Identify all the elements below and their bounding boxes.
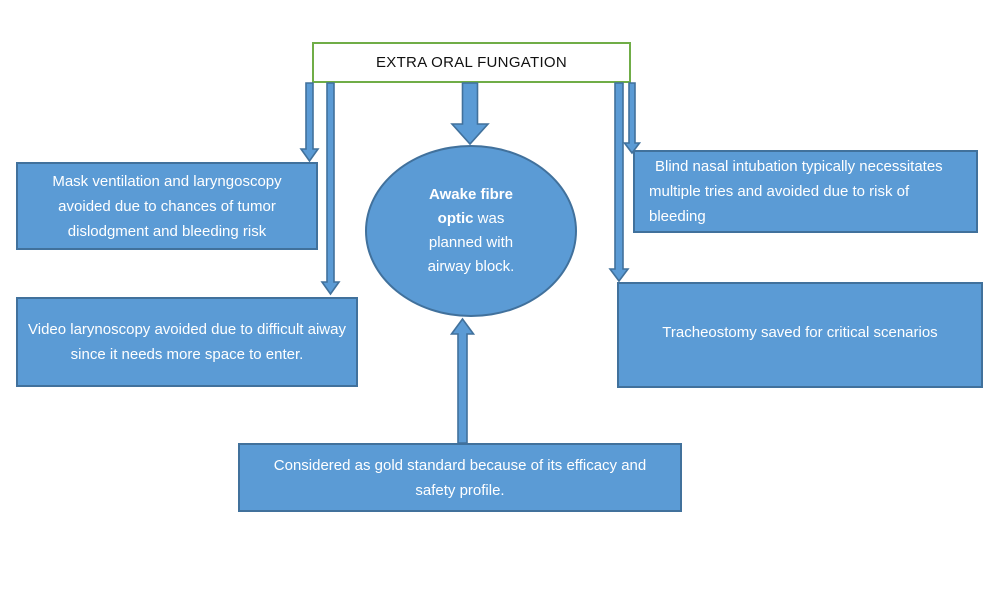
arrow-title-to-mask-box — [299, 82, 320, 163]
video-laryngoscopy-label: Video larynoscopy avoided due to difficu… — [28, 321, 346, 363]
arrow-gold-standard-to-ellipse — [449, 317, 476, 444]
tracheostomy-label: Tracheostomy saved for critical scenario… — [662, 324, 938, 341]
arrow-title-to-ellipse — [450, 82, 490, 146]
gold-standard-box: Considered as gold standard because of i… — [238, 443, 682, 512]
blind-nasal-intubation-label: Blind nasal intubation typically necessi… — [649, 158, 943, 225]
title-box: EXTRA ORAL FUNGATION — [312, 42, 631, 83]
awake-fibre-optic-regular-text: was planned with airway block. — [427, 210, 515, 275]
mask-ventilation-box: Mask ventilation and laryngoscopy avoide… — [16, 162, 318, 250]
awake-fibre-optic-bold-text: Awake fibre optic — [429, 186, 513, 227]
gold-standard-label: Considered as gold standard because of i… — [273, 456, 647, 499]
arrow-title-to-video-box — [320, 82, 341, 296]
tracheostomy-box: Tracheostomy saved for critical scenario… — [617, 282, 983, 388]
awake-fibre-optic-ellipse: Awake fibre optic was planned with airwa… — [365, 145, 577, 317]
awake-fibre-optic-label: Awake fibre optic was planned with airwa… — [415, 183, 527, 279]
blind-nasal-intubation-box: Blind nasal intubation typically necessi… — [633, 150, 978, 233]
video-laryngoscopy-box: Video larynoscopy avoided due to difficu… — [16, 297, 358, 387]
arrow-title-to-blind-box — [622, 82, 642, 155]
arrow-title-to-tracheostomy-box — [608, 82, 630, 283]
title-label: EXTRA ORAL FUNGATION — [375, 54, 568, 71]
mask-ventilation-label: Mask ventilation and laryngoscopy avoide… — [52, 172, 282, 240]
